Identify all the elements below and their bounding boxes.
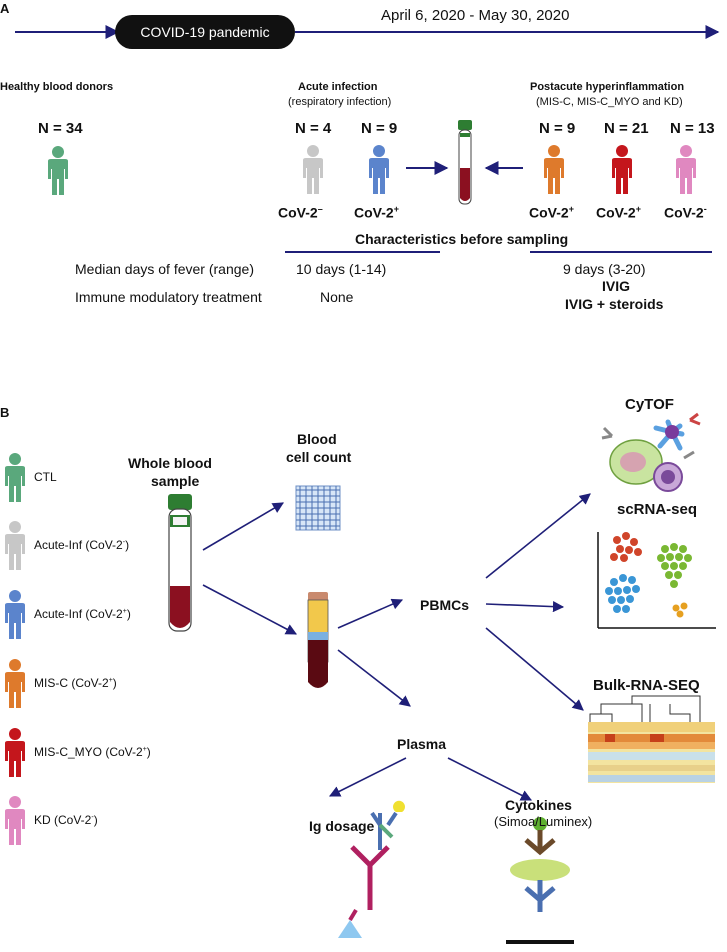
ig-dosage-label: Ig dosage <box>309 818 375 834</box>
panel-b-label: B <box>0 405 10 420</box>
legend-ctl: CTL <box>34 470 57 484</box>
cytokines-label: Cytokines <box>505 797 572 813</box>
date-range: April 6, 2020 - May 30, 2020 <box>381 7 570 24</box>
legend-misc-myo: MIS-C_MYO (CoV-2+) <box>34 745 151 759</box>
tube-icon-a <box>457 119 473 205</box>
healthy-person-icon <box>48 146 68 195</box>
misc-n: N = 9 <box>539 120 576 137</box>
timeline: COVID-19 pandemic <box>15 15 720 49</box>
post-title: Postacute hyperinflammation <box>530 81 685 93</box>
bulk-heatmap-icon <box>588 695 715 783</box>
panel-a-label: A <box>0 1 10 16</box>
healthy-title: Healthy blood donors <box>0 81 114 93</box>
legend-misc-myo-icon <box>5 728 25 777</box>
kd-n: N = 13 <box>670 120 715 137</box>
treatment-acute: None <box>320 289 354 305</box>
fever-row-label: Median days of fever (range) <box>75 261 254 277</box>
acute-pos-n: N = 9 <box>361 120 398 137</box>
cytokines-sublabel: (Simoa/Luminex) <box>494 814 593 829</box>
legend-kd-icon <box>5 796 25 845</box>
acute-title: Acute infection <box>298 81 378 93</box>
whole-blood-tube-icon <box>168 494 192 632</box>
acute-pos-person-icon <box>369 145 389 194</box>
legend-acute-neg-icon <box>5 521 25 570</box>
legend-kd: KD (CoV-2-) <box>34 813 98 827</box>
characteristics-title: Characteristics before sampling <box>355 231 569 247</box>
legend-acute-pos-icon <box>5 590 25 639</box>
cytof-label: CyTOF <box>625 396 674 413</box>
fever-post: 9 days (3-20) <box>563 261 646 277</box>
blood-count-label-1: Blood <box>297 431 337 447</box>
blood-count-label-2: cell count <box>286 449 352 465</box>
whole-blood-label-2: sample <box>151 473 200 489</box>
cytof-cells-icon <box>601 412 701 492</box>
cytokine-assay-icon <box>506 817 574 944</box>
legend-figures <box>5 453 25 845</box>
treatment-post-ivig: IVIG <box>602 278 631 294</box>
kd-person-icon <box>676 145 696 194</box>
acute-pos-label: CoV-2+ <box>354 204 399 221</box>
scrna-scatter-icon <box>597 532 716 629</box>
acute-neg-label: CoV-2– <box>278 204 323 221</box>
legend-acute-neg: Acute-Inf (CoV-2-) <box>34 538 130 552</box>
whole-blood-label-1: Whole blood <box>128 455 212 471</box>
legend-ctl-icon <box>5 453 25 502</box>
misc-myo-person-icon <box>612 145 632 194</box>
misc-label: CoV-2+ <box>529 204 574 221</box>
scrna-label: scRNA-seq <box>617 501 698 518</box>
post-subtitle: (MIS-C, MIS-C_MYO and KD) <box>536 96 683 108</box>
group-figures <box>48 119 712 253</box>
kd-label: CoV-2- <box>664 204 707 221</box>
misc-myo-label: CoV-2+ <box>596 204 641 221</box>
acute-neg-n: N = 4 <box>295 120 332 137</box>
cell-count-grid-icon <box>295 485 341 531</box>
pandemic-pill <box>115 15 295 49</box>
flow-arrows <box>202 493 591 801</box>
pandemic-pill-text: COVID-19 pandemic <box>140 24 269 40</box>
acute-subtitle: (respiratory infection) <box>288 96 392 108</box>
plasma-label: Plasma <box>397 736 447 752</box>
pbmcs-label: PBMCs <box>420 597 470 613</box>
legend-misc-icon <box>5 659 25 708</box>
legend-acute-pos: Acute-Inf (CoV-2+) <box>34 607 131 621</box>
bulk-rna-label: Bulk-RNA-SEQ <box>593 677 700 694</box>
acute-neg-person-icon <box>303 145 323 194</box>
legend-misc: MIS-C (CoV-2+) <box>34 676 117 690</box>
treatment-post-ivig-steroids: IVIG + steroids <box>565 296 664 312</box>
separated-tube-icon <box>307 592 329 688</box>
fever-acute: 10 days (1-14) <box>296 261 387 277</box>
ig-dosage-antibody-icon <box>338 800 405 938</box>
misc-myo-n: N = 21 <box>604 120 649 137</box>
healthy-n: N = 34 <box>38 120 83 137</box>
treatment-row-label: Immune modulatory treatment <box>75 289 262 305</box>
misc-person-icon <box>544 145 564 194</box>
